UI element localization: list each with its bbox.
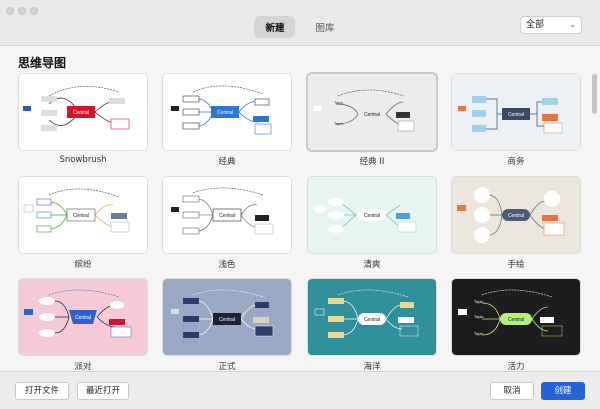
template-preview: Central [163,279,291,355]
svg-text:Central: Central [219,213,235,219]
close-window-button[interactable] [6,7,14,15]
template-preview: Topic Topic Topic Central [452,279,580,355]
template-card-ocean[interactable]: Central [308,279,436,355]
template-preview: Central [308,279,436,355]
template-preview: Central [452,74,580,150]
template-card-classic[interactable]: Central [163,74,291,150]
template-preview: Topic Topic Central [308,74,436,150]
template-preview: Central [308,177,436,253]
template-card-snowbrush[interactable]: Central [19,74,147,150]
chevron-down-icon: ⌄ [569,20,576,29]
svg-text:Topic: Topic [474,314,483,319]
cancel-button[interactable]: 取消 [490,382,534,400]
svg-text:Central: Central [73,110,89,116]
tab-library[interactable]: 图库 [315,23,335,34]
template-card-party[interactable]: Central [19,279,147,355]
filter-select[interactable]: 全部 ⌄ [520,16,582,34]
svg-text:Topic: Topic [334,100,343,105]
svg-text:Central: Central [364,213,380,219]
template-gallery: 思维导图 Central Snowbrush Central 经典 [0,46,600,371]
template-card-business[interactable]: Central [452,74,580,150]
svg-text:Central: Central [508,112,524,118]
template-card-colorful[interactable]: Central [19,177,147,253]
template-preview: Central [452,177,580,253]
svg-text:Central: Central [364,112,380,118]
svg-text:Central: Central [217,110,233,116]
template-preview: Central [163,74,291,150]
minimize-window-button[interactable] [18,7,26,15]
svg-text:Central: Central [75,315,91,321]
template-preview: Central [19,177,147,253]
template-card-light[interactable]: Central [163,177,291,253]
template-label: 清爽 [363,260,381,270]
template-label: 浅色 [218,260,236,270]
svg-text:Topic: Topic [474,331,483,336]
template-card-classic-2[interactable]: Topic Topic Central [308,74,436,150]
recent-files-button[interactable]: 最近打开 [77,382,129,400]
template-label: 经典 II [359,157,385,167]
svg-text:Topic: Topic [334,121,343,126]
zoom-window-button[interactable] [30,7,38,15]
template-label: 经典 [218,157,236,167]
filter-value: 全部 [526,20,545,30]
template-label: 海洋 [363,362,381,371]
svg-text:Central: Central [508,317,524,323]
svg-text:Central: Central [508,213,524,219]
template-preview: Central [19,74,147,150]
template-label: 缤纷 [74,260,92,270]
tab-bar: 新建 图库 [0,16,600,38]
template-card-formal[interactable]: Central [163,279,291,355]
template-preview: Central [19,279,147,355]
template-card-fresh[interactable]: Central [308,177,436,253]
scrollbar[interactable] [592,74,597,114]
template-label: 商务 [507,157,525,167]
svg-text:Central: Central [73,213,89,219]
open-file-button[interactable]: 打开文件 [15,382,69,400]
section-title: 思维导图 [18,56,67,70]
svg-text:Central: Central [219,317,235,323]
template-label: 手绘 [507,260,525,270]
create-button[interactable]: 创建 [541,382,585,400]
template-label: 派对 [74,362,92,371]
template-card-vibrant[interactable]: Topic Topic Topic Central [452,279,580,355]
template-preview: Central [163,177,291,253]
template-label: Snowbrush [59,155,107,165]
footer-bar: 打开文件 最近打开 取消 创建 [0,371,600,409]
template-label: 正式 [218,362,236,371]
svg-text:Topic: Topic [474,299,483,304]
svg-text:Central: Central [364,317,380,323]
template-card-hand-drawn[interactable]: Central [452,177,580,253]
tab-new[interactable]: 新建 [254,16,296,38]
template-label: 活力 [507,362,525,371]
title-bar: 新建 图库 全部 ⌄ [0,0,600,46]
